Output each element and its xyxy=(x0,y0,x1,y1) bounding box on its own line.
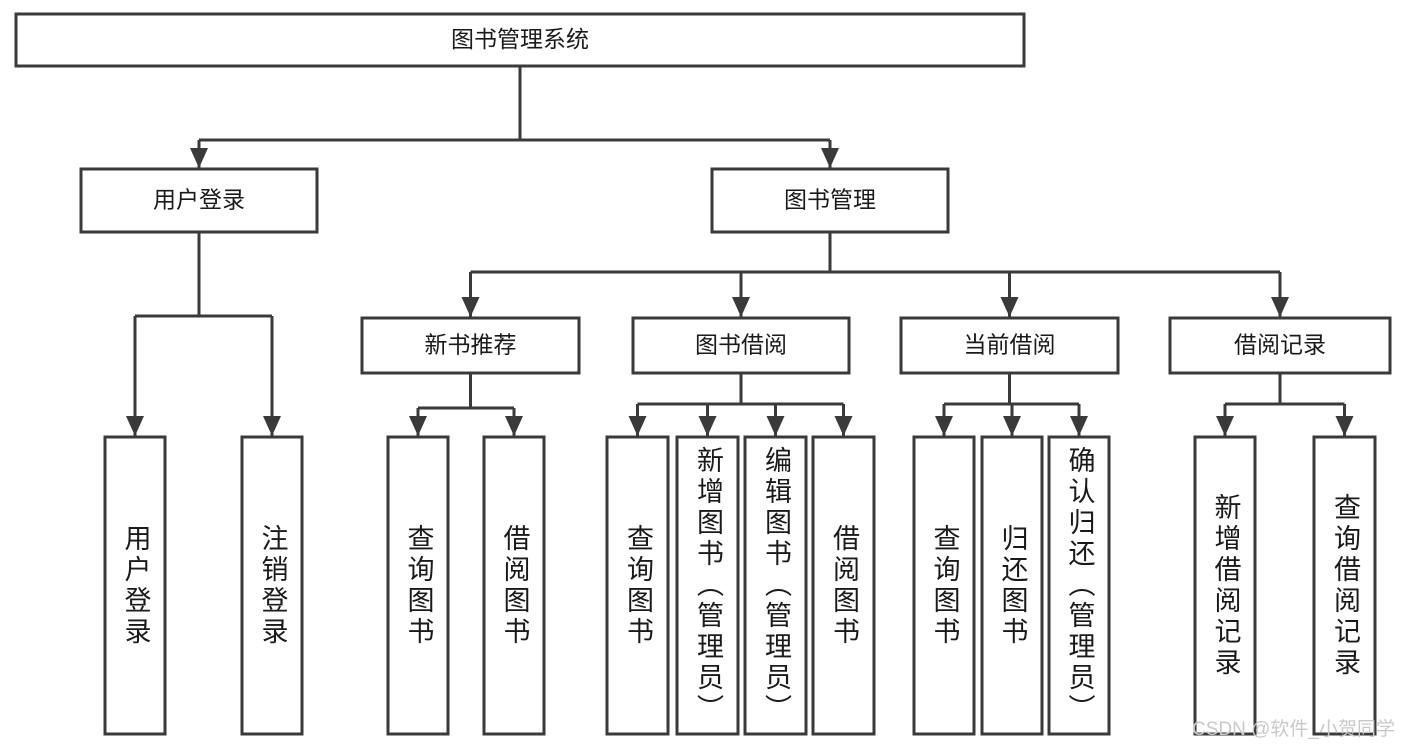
node-leaf-box-0[interactable] xyxy=(103,435,167,736)
node-level3-box-2[interactable] xyxy=(899,316,1120,375)
borrow-book-arrow-2 xyxy=(766,416,785,436)
node-leaf-box-7[interactable] xyxy=(811,435,876,736)
root-arrow-0 xyxy=(190,148,208,168)
new-book-arrow-1 xyxy=(505,416,523,436)
node-level3-label-0: 新书推荐 xyxy=(425,332,517,358)
node-leaf-box-8[interactable] xyxy=(912,435,976,736)
node-root-label: 图书管理系统 xyxy=(451,26,589,52)
new-book-arrow-0 xyxy=(409,416,427,436)
user-login-arrow-0 xyxy=(126,416,144,436)
node-level3-label-2: 当前借阅 xyxy=(964,332,1056,358)
node-level3-label-1: 图书借阅 xyxy=(695,332,787,358)
borrow-record-arrow-1 xyxy=(1335,416,1354,436)
node-leaf-box-10[interactable] xyxy=(1047,435,1111,736)
books-mgmt-arrow-2 xyxy=(1000,297,1019,317)
node-level2-label-1: 图书管理 xyxy=(784,187,876,213)
node-level3-box-3[interactable] xyxy=(1168,316,1392,375)
borrow-record-arrow-0 xyxy=(1216,416,1234,436)
root-arrow-1 xyxy=(821,148,839,168)
boxes-layer xyxy=(14,12,1392,736)
node-level2-box-1[interactable] xyxy=(710,167,950,234)
node-leaf-box-4[interactable] xyxy=(605,435,670,736)
node-leaf-box-5[interactable] xyxy=(675,435,740,736)
node-level3-box-0[interactable] xyxy=(360,316,581,375)
node-level3-label-3: 借阅记录 xyxy=(1234,332,1326,358)
current-borrow-arrow-0 xyxy=(935,416,953,436)
books-mgmt-arrow-0 xyxy=(461,297,480,317)
current-borrow-arrow-1 xyxy=(1003,416,1021,436)
node-leaf-box-1[interactable] xyxy=(240,435,304,736)
current-borrow-arrow-2 xyxy=(1070,416,1088,436)
borrow-book-arrow-3 xyxy=(834,416,853,436)
node-level2-box-0[interactable] xyxy=(79,167,319,234)
books-mgmt-arrow-3 xyxy=(1271,297,1289,317)
node-leaf-box-9[interactable] xyxy=(980,435,1044,736)
node-level3-box-1[interactable] xyxy=(631,316,851,375)
node-leaf-box-11[interactable] xyxy=(1193,435,1257,736)
node-leaf-box-3[interactable] xyxy=(482,435,546,736)
node-leaf-box-12[interactable] xyxy=(1312,435,1377,736)
borrow-book-arrow-1 xyxy=(698,416,717,436)
edges-layer xyxy=(126,66,1354,436)
node-level2-label-0: 用户登录 xyxy=(153,187,245,213)
user-login-arrow-1 xyxy=(263,416,281,436)
watermark-text: CSDN @软件_小贺同学 xyxy=(1192,719,1395,740)
borrow-book-arrow-0 xyxy=(628,416,647,436)
node-leaf-box-6[interactable] xyxy=(743,435,808,736)
node-root-box[interactable] xyxy=(14,12,1026,68)
node-leaf-box-2[interactable] xyxy=(386,435,450,736)
books-mgmt-arrow-1 xyxy=(732,297,750,317)
